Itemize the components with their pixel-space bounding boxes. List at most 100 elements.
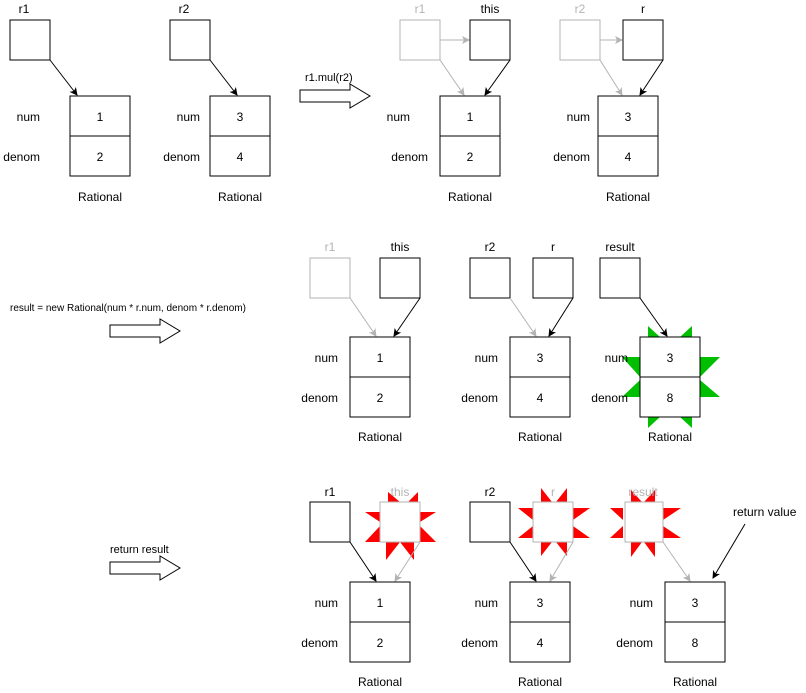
ref-label-this: this (391, 485, 410, 499)
num-label: num (387, 110, 410, 124)
num-value: 1 (467, 110, 474, 124)
ref-label-r2: r2 (179, 2, 190, 16)
denom-label: denom (301, 391, 338, 405)
ref-label-result: result (628, 485, 658, 499)
ref-box-result (599, 257, 641, 299)
pointer-arrow (394, 541, 421, 582)
step-arrow-icon (299, 83, 371, 109)
num-value: 1 (377, 596, 384, 610)
stage-1: r1 1 2 num denom Rational r2 3 4 num den… (3, 2, 271, 204)
num-cell (439, 95, 501, 137)
denom-label: denom (461, 391, 498, 405)
ref-box-r (532, 257, 574, 299)
pointer-arrow (599, 59, 623, 96)
num-value: 3 (667, 351, 674, 365)
stage-4: r1 this 1 2 num denom Rational r2 (301, 485, 796, 689)
ref-label-r: r (641, 2, 645, 16)
denom-cell (349, 621, 411, 663)
destroyed-burst-icon (365, 492, 436, 560)
num-label: num (475, 596, 498, 610)
ref-label-r: r (551, 240, 555, 254)
pointer-arrow (548, 297, 574, 337)
step-arrow-icon (109, 318, 181, 344)
type-label: Rational (218, 190, 262, 204)
denom-value: 4 (537, 391, 544, 405)
denom-cell (639, 376, 701, 418)
denom-label: denom (553, 150, 590, 164)
denom-cell (209, 135, 271, 177)
denom-label: denom (461, 636, 498, 650)
pointer-arrow (509, 297, 537, 337)
denom-cell (597, 135, 659, 177)
ref-box-r2 (469, 501, 511, 543)
ref-box-result (624, 501, 664, 543)
num-cell (209, 95, 271, 137)
ref-box-r2 (169, 19, 211, 61)
num-value: 1 (97, 110, 104, 124)
denom-label: denom (391, 150, 428, 164)
denom-label: denom (163, 150, 200, 164)
num-cell (597, 95, 659, 137)
pointer-arrow (509, 541, 537, 582)
denom-value: 4 (237, 150, 244, 164)
num-cell (349, 581, 411, 623)
ref-box-r1 (309, 257, 351, 299)
ref-box-r2 (469, 257, 511, 299)
denom-cell (509, 621, 571, 663)
denom-label: denom (616, 636, 653, 650)
pointer-arrow (639, 59, 664, 96)
pointer-arrow (484, 59, 511, 96)
type-label: Rational (518, 430, 562, 444)
pointer-arrow (662, 541, 691, 582)
type-label: Rational (606, 190, 650, 204)
num-value: 3 (537, 351, 544, 365)
ref-box-this (379, 257, 421, 299)
ref-label-r2: r2 (485, 485, 496, 499)
ref-label-r1: r1 (325, 485, 336, 499)
num-value: 3 (692, 596, 699, 610)
stage-2: r1 this 1 2 num denom Rational r2 r 3 4 … (387, 2, 664, 204)
destroyed-burst-icon (610, 490, 681, 557)
ref-box-r1 (399, 19, 441, 61)
ref-box-r1 (9, 19, 51, 61)
denom-value: 2 (97, 150, 104, 164)
ref-box-r (622, 19, 664, 61)
destroyed-burst-icon (518, 488, 590, 556)
ref-box-this (379, 501, 421, 543)
num-label: num (315, 596, 338, 610)
type-label: Rational (358, 675, 402, 689)
ref-label-this: this (391, 240, 410, 254)
step-arrow-icon (109, 555, 181, 581)
step-label-return: return result (110, 544, 169, 556)
type-label: Rational (78, 190, 122, 204)
num-value: 3 (237, 110, 244, 124)
num-cell (69, 95, 131, 137)
num-label: num (567, 110, 590, 124)
ref-box-r1 (309, 501, 351, 543)
num-label: num (17, 110, 40, 124)
stage-3: r1 this 1 2 num denom Rational r2 r 3 4 … (301, 240, 720, 444)
num-label: num (630, 596, 653, 610)
ref-label-r1: r1 (19, 2, 30, 16)
pointer-arrow (439, 59, 465, 96)
pointer-arrow (393, 297, 421, 337)
denom-label: denom (3, 150, 40, 164)
pointer-arrow (349, 541, 377, 582)
type-label: Rational (673, 675, 717, 689)
ref-label-r1: r1 (415, 2, 426, 16)
denom-value: 2 (377, 391, 384, 405)
denom-cell (69, 135, 131, 177)
denom-cell (509, 376, 571, 418)
step-label-new: result = new Rational(num * r.num, denom… (10, 303, 246, 314)
type-label: Rational (448, 190, 492, 204)
ref-label-r2: r2 (575, 2, 586, 16)
num-label: num (605, 351, 628, 365)
ref-label-this: this (481, 2, 500, 16)
type-label: Rational (648, 430, 692, 444)
pointer-arrow (639, 297, 668, 337)
denom-cell (349, 376, 411, 418)
ref-box-r2 (559, 19, 601, 61)
num-value: 3 (537, 596, 544, 610)
denom-value: 8 (667, 391, 674, 405)
pointer-arrow (349, 297, 377, 337)
